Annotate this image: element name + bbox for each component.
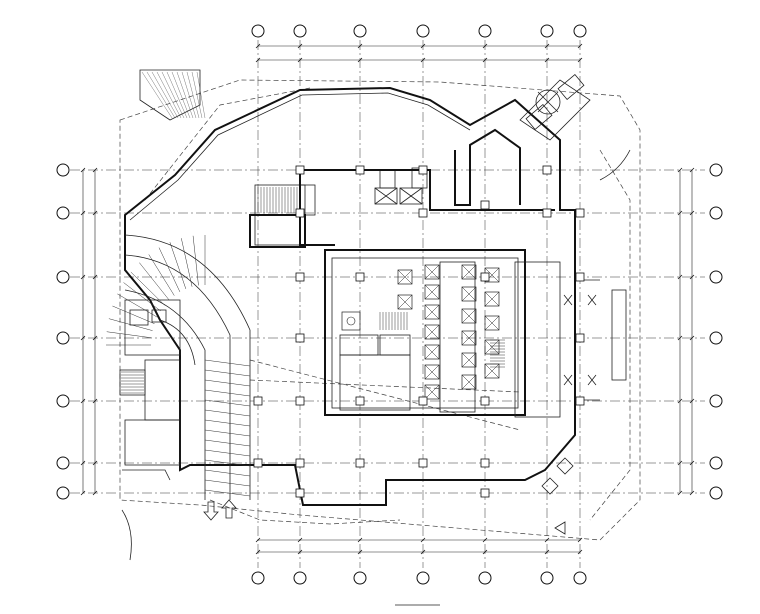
curved-ramp (106, 234, 251, 500)
grid-bubble-right-6 (709, 456, 723, 470)
grid-bubble-left-2 (56, 206, 70, 220)
grid-bubble-right-5 (709, 394, 723, 408)
grid-bubble-right-7 (709, 486, 723, 500)
building-outline (124, 86, 576, 506)
upper-shafts (299, 167, 555, 246)
grid-bubble-bottom-4 (416, 571, 430, 585)
grid-bubble-top-1 (251, 24, 265, 38)
grid-bubble-bottom-7 (573, 571, 587, 585)
grid-bubble-top-7 (573, 24, 587, 38)
grid-bubble-left-3 (56, 270, 70, 284)
dimension-ticks (80, 43, 695, 555)
hatched-area (139, 69, 206, 121)
left-service-block (119, 299, 181, 466)
grid-bubble-right-1 (709, 163, 723, 177)
grid-lines (70, 40, 705, 568)
grid-bubble-left-6 (56, 456, 70, 470)
grid-bubble-left-1 (56, 163, 70, 177)
grid-bubble-left-4 (56, 331, 70, 345)
grid-bubble-top-6 (540, 24, 554, 38)
grid-bubble-left-5 (56, 394, 70, 408)
structural-columns (253, 165, 585, 498)
grid-bubble-right-2 (709, 206, 723, 220)
grid-bubble-top-5 (478, 24, 492, 38)
grid-bubble-bottom-2 (293, 571, 307, 585)
grid-bubble-bottom-5 (478, 571, 492, 585)
service-entrance (519, 74, 591, 141)
right-lobby (514, 149, 631, 495)
bottom-left-curve (121, 469, 171, 561)
grid-bubble-bottom-6 (540, 571, 554, 585)
dimension-lines (82, 45, 693, 553)
entrance-arrows (203, 499, 566, 535)
grid-bubble-right-3 (709, 270, 723, 284)
grid-bubble-left-7 (56, 486, 70, 500)
grid-bubble-right-4 (709, 331, 723, 345)
upper-left-rooms (249, 184, 316, 248)
grid-bubble-top-4 (416, 24, 430, 38)
grid-bubble-top-2 (293, 24, 307, 38)
grid-bubble-bottom-3 (353, 571, 367, 585)
grid-bubble-bottom-1 (251, 571, 265, 585)
grid-bubble-top-3 (353, 24, 367, 38)
grid-bubbles (56, 24, 723, 585)
central-core (324, 249, 526, 416)
